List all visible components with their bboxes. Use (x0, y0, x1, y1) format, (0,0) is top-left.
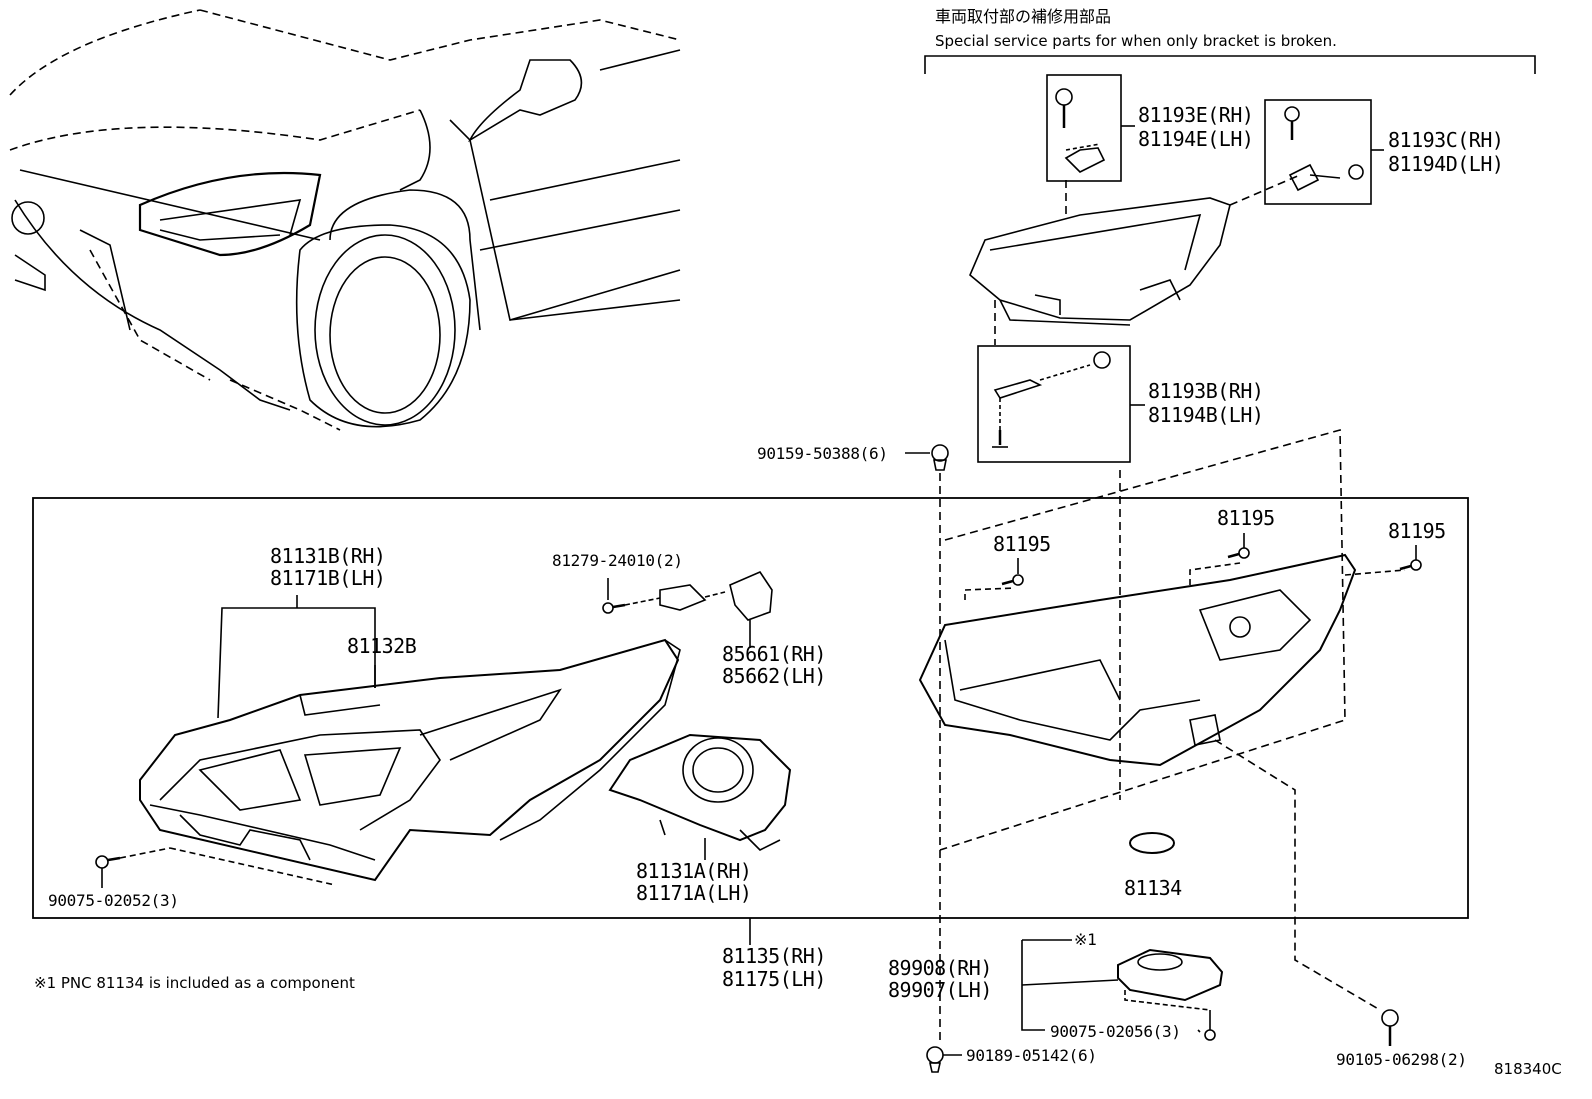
part-label-81132b[interactable]: 81132B (347, 634, 417, 658)
part-label-89908[interactable]: 89908(RH) (888, 956, 992, 980)
footnote-text: ※1 PNC 81134 is included as a component (34, 974, 355, 992)
screw-90105 (1381, 1009, 1399, 1046)
footnote-mark: ※1 (1074, 930, 1097, 949)
part-label-81193e[interactable]: 81193E(RH) (1138, 103, 1254, 127)
led-projector-illustration (608, 733, 792, 860)
part-label-81279[interactable]: 81279-24010(2) (552, 551, 683, 570)
header-jp-title: 車両取付部の補修用部品 (935, 7, 1112, 26)
part-label-85662[interactable]: 85662(LH) (722, 664, 826, 688)
part-label-81194d[interactable]: 81194D(LH) (1388, 152, 1504, 176)
part-label-81193b[interactable]: 81193B(RH) (1148, 379, 1264, 403)
part-label-90075-02052[interactable]: 90075-02052(3) (48, 891, 179, 910)
part-81279-group (602, 578, 726, 614)
part-label-90105[interactable]: 90105-06298(2) (1336, 1050, 1467, 1069)
service-parts-bracket (924, 55, 1536, 74)
bracket-81193e-box (1046, 74, 1135, 182)
headlamp-lens-illustration (139, 595, 681, 882)
bolt-90159 (905, 444, 949, 1045)
part-label-81131b[interactable]: 81131B(RH) (270, 544, 386, 568)
assembly-frame (32, 497, 1469, 919)
ballast-89908-illustration (1021, 939, 1224, 1041)
part-label-90159[interactable]: 90159-50388(6) (757, 444, 888, 463)
header-en-title: Special service parts for when only brac… (935, 32, 1337, 50)
part-label-85661[interactable]: 85661(RH) (722, 642, 826, 666)
part-label-81195-b[interactable]: 81195 (1217, 506, 1275, 530)
part-label-90189[interactable]: 90189-05142(6) (966, 1046, 1097, 1065)
part-label-81195-a[interactable]: 81195 (993, 532, 1051, 556)
part-85661-connector (729, 571, 773, 648)
clip-90189 (926, 1046, 962, 1073)
part-label-81134[interactable]: 81134 (1124, 876, 1182, 900)
part-label-81175[interactable]: 81175(LH) (722, 967, 826, 991)
screw-90075-02052 (95, 847, 336, 888)
part-label-81135[interactable]: 81135(RH) (722, 944, 826, 968)
part-label-81193c[interactable]: 81193C(RH) (1388, 128, 1504, 152)
headlamp-housing-illustration (918, 428, 1406, 1011)
part-label-81194b[interactable]: 81194B(LH) (1148, 403, 1264, 427)
part-label-90075-02056[interactable]: 90075-02056(3) (1050, 1022, 1181, 1041)
bracket-81193b-box (977, 345, 1145, 463)
o-ring-81134 (1129, 832, 1175, 854)
part-label-81131a[interactable]: 81131A(RH) (636, 859, 752, 883)
part-label-81195-c[interactable]: 81195 (1388, 519, 1446, 543)
part-label-81171a[interactable]: 81171A(LH) (636, 881, 752, 905)
diagram-id: 818340C (1494, 1060, 1562, 1078)
part-label-81171b[interactable]: 81171B(LH) (270, 566, 386, 590)
headlamp-upper-illustration (969, 174, 1301, 345)
part-label-81194e[interactable]: 81194E(LH) (1138, 127, 1254, 151)
car-front-illustration (9, 9, 681, 431)
bracket-81193c-box (1264, 99, 1384, 205)
part-label-89907[interactable]: 89907(LH) (888, 978, 992, 1002)
screw-81195-group (1001, 533, 1422, 586)
